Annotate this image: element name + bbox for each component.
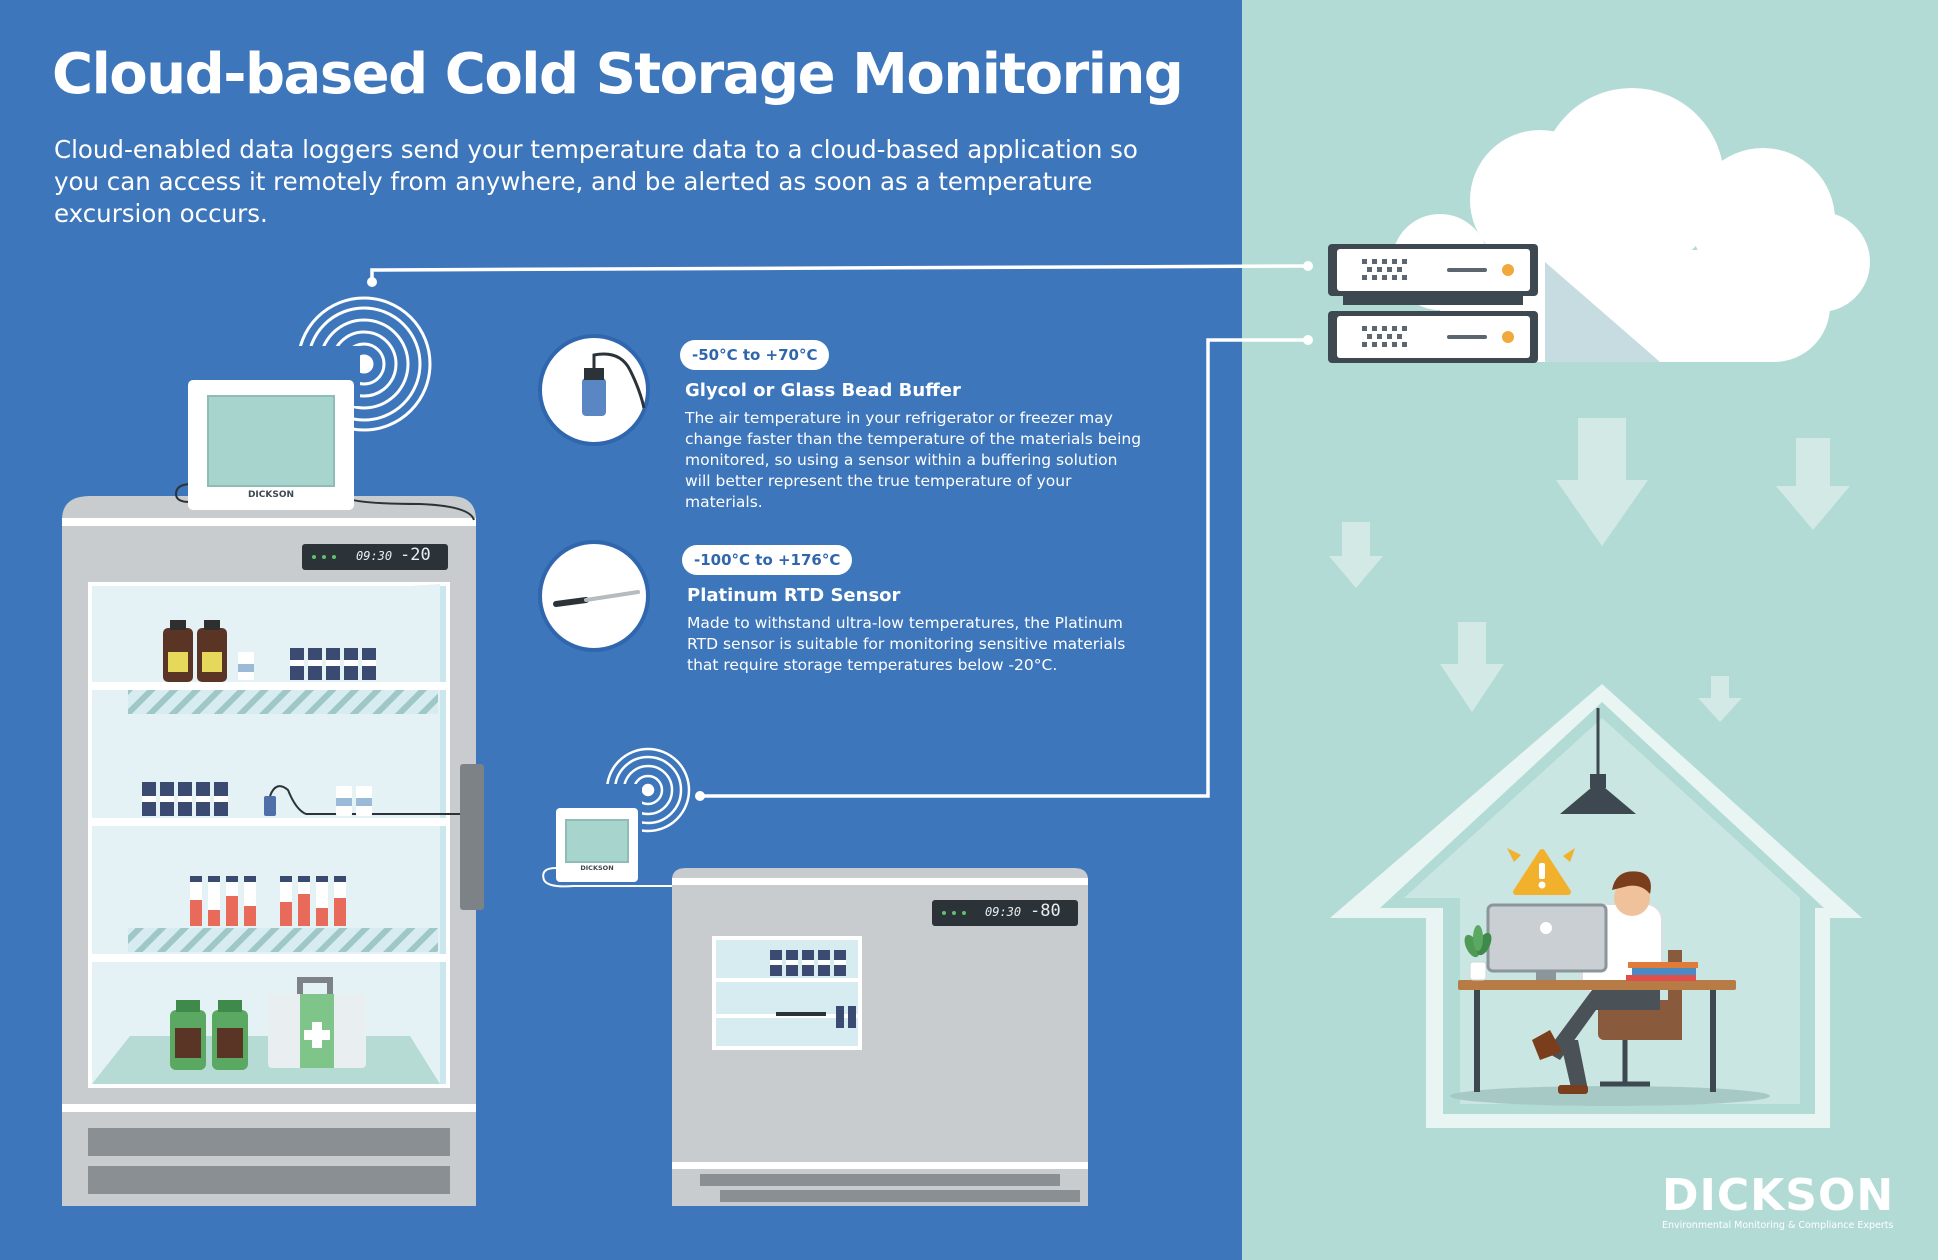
fridge	[62, 496, 484, 1206]
brand-name: DICKSON	[1662, 1170, 1895, 1221]
sensor-name: Platinum RTD Sensor	[687, 585, 901, 606]
fridge-display-temp: -20	[400, 545, 431, 565]
logger-brand-label: DICKSON	[580, 864, 614, 872]
server-icon	[1328, 244, 1538, 363]
download-arrow-icon	[1329, 418, 1850, 722]
page-subtitle: Cloud-enabled data loggers send your tem…	[54, 135, 1138, 228]
freezer-logger	[542, 808, 680, 888]
warning-icon	[1507, 848, 1575, 895]
freezer-display-temp: -80	[1030, 901, 1061, 921]
sensor-description: Made to withstand ultra-low temperatures…	[687, 614, 1126, 674]
freezer	[672, 868, 1088, 1206]
fridge-contents	[142, 620, 460, 1070]
page-title: Cloud-based Cold Storage Monitoring	[52, 42, 1184, 107]
sensor-name: Glycol or Glass Bead Buffer	[685, 380, 961, 401]
wifi-signal-icon	[605, 747, 691, 833]
sensor-description: The air temperature in your refrigerator…	[685, 409, 1142, 511]
server-shadow	[1545, 262, 1660, 362]
freezer-display-time: 09:30	[985, 905, 1022, 919]
fridge-display-time: 09:30	[356, 549, 393, 563]
computer-icon	[1486, 903, 1608, 980]
sensor-range-badge: -50°C to +70°C	[680, 340, 830, 370]
fridge-logger	[174, 380, 475, 521]
brand-tagline: Environmental Monitoring & Compliance Ex…	[1662, 1220, 1894, 1231]
glycol-bottle-icon	[538, 334, 650, 446]
sensor-range-badge: -100°C to +176°C	[682, 545, 853, 575]
lamp-icon	[1560, 708, 1636, 814]
brand-logo: DICKSON Environmental Monitoring & Compl…	[1662, 1170, 1895, 1232]
logger-brand-label: DICKSON	[247, 490, 295, 500]
plant	[1464, 925, 1492, 981]
rtd-probe-icon	[538, 540, 650, 652]
